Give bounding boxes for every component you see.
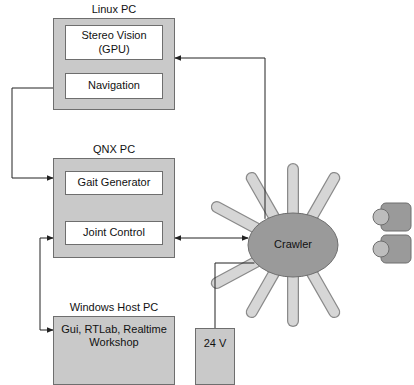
signal-line (40, 238, 53, 330)
box-label: Stereo Vision (GPU) (66, 29, 162, 55)
pc-box: Linux PCStereo Vision (GPU)Navigation (53, 18, 175, 110)
box-heading: Windows Host PC (54, 301, 174, 313)
signal-line (175, 238, 248, 239)
module-box: Joint Control (65, 221, 163, 245)
signal-line (12, 88, 53, 178)
pc-box: QNX PCGait GeneratorJoint Control (53, 158, 175, 258)
pc-box: Windows Host PCGui, RTLab, Realtime Work… (53, 316, 175, 385)
signal-line (215, 263, 254, 328)
power-box: 24 V (195, 328, 235, 385)
box-label: Crawler (271, 238, 315, 251)
box-label: Gait Generator (75, 176, 154, 189)
module-box: Navigation (65, 73, 163, 99)
box-heading: QNX PC (54, 143, 174, 155)
box-label: Gui, RTLab, Realtime Workshop (54, 323, 174, 349)
box-label: Joint Control (80, 226, 148, 239)
module-box: Gait Generator (65, 171, 163, 195)
module-box: Stereo Vision (GPU) (65, 25, 163, 60)
box-label: 24 V (201, 337, 230, 350)
box-label: Navigation (85, 79, 143, 92)
box-heading: Linux PC (54, 3, 174, 15)
camera-pair (373, 203, 411, 263)
robot-body: Crawler (247, 212, 339, 278)
signal-line (175, 58, 265, 219)
